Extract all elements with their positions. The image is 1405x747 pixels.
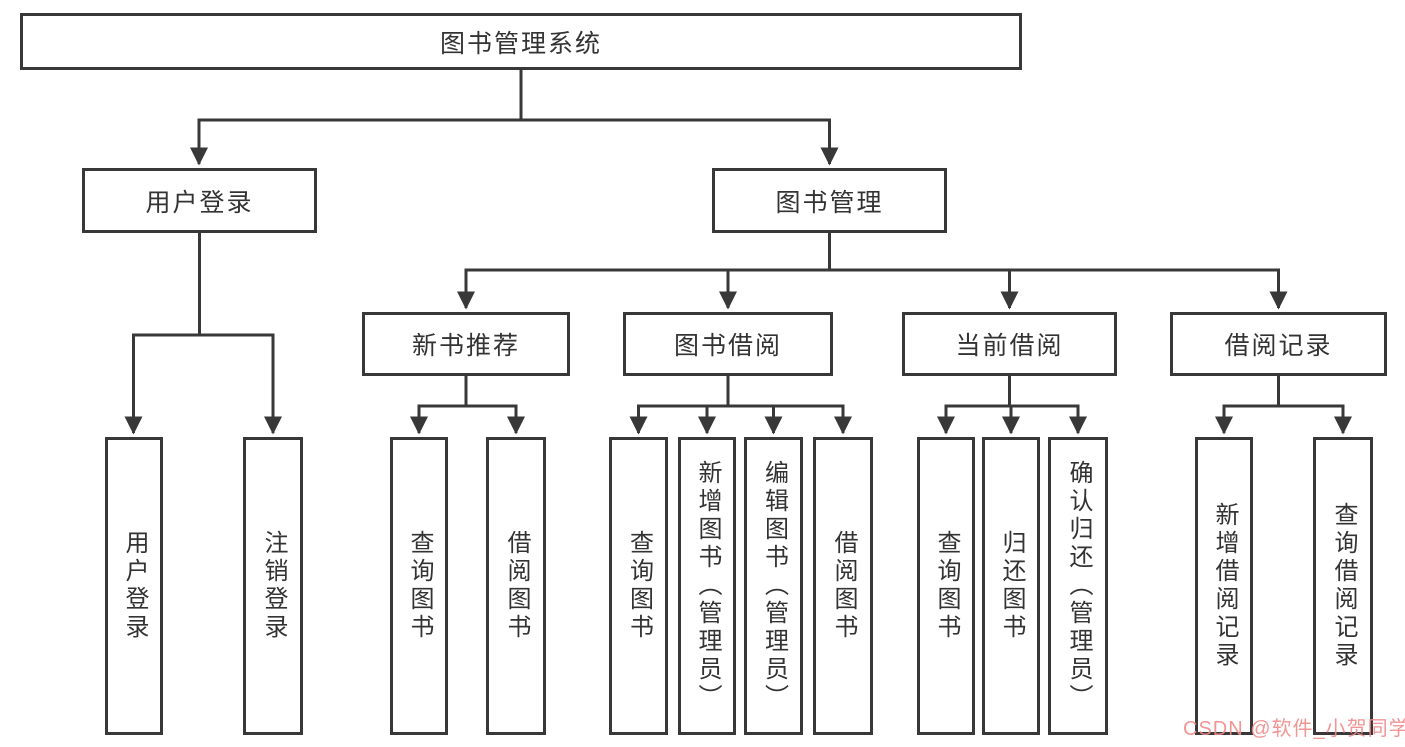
leaf-bb-borrow-books: 借阅图书 — [813, 437, 873, 735]
node-user-login: 用户登录 — [82, 168, 317, 233]
leaf-cb-return-books: 归还图书 — [982, 437, 1040, 735]
node-new-book-recommend: 新书推荐 — [362, 312, 570, 376]
leaf-br-add-record: 新增借阅记录 — [1195, 437, 1253, 735]
node-label: 查询借阅记录 — [1330, 502, 1357, 670]
node-label: 新增借阅记录 — [1211, 502, 1238, 670]
node-label: 借阅记录 — [1224, 332, 1333, 360]
leaf-cb-query-books: 查询图书 — [917, 437, 975, 735]
node-book-borrowing: 图书借阅 — [623, 312, 833, 376]
leaf-bb-edit-books-admin: 编辑图书（管理员） — [744, 437, 803, 735]
node-borrowing-records: 借阅记录 — [1170, 312, 1387, 376]
leaf-cb-confirm-return-admin: 确认归还（管理员） — [1048, 437, 1108, 735]
node-label: 查询图书 — [625, 530, 653, 642]
leaf-nbr-borrow-books: 借阅图书 — [486, 437, 546, 735]
leaf-bb-query-books: 查询图书 — [609, 437, 668, 735]
node-label: 图书管理系统 — [439, 29, 602, 58]
leaf-bb-add-books-admin: 新增图书（管理员） — [678, 437, 736, 735]
node-label: 借阅图书 — [503, 530, 530, 642]
node-label: 用户登录 — [121, 530, 148, 642]
node-library-system: 图书管理系统 — [20, 13, 1022, 70]
node-label: 新增图书（管理员） — [694, 460, 721, 712]
node-label: 借阅图书 — [830, 530, 857, 642]
node-label: 当前借阅 — [955, 332, 1064, 360]
leaf-br-query-record: 查询借阅记录 — [1313, 437, 1373, 735]
leaf-nbr-query-books: 查询图书 — [390, 437, 448, 735]
leaf-user-login: 用户登录 — [105, 437, 163, 735]
leaf-logout: 注销登录 — [243, 437, 303, 735]
node-label: 新书推荐 — [411, 332, 520, 360]
connectors — [124, 70, 1352, 435]
node-label: 查询图书 — [933, 530, 960, 642]
node-label: 用户登录 — [145, 188, 254, 217]
node-label: 图书借阅 — [673, 332, 782, 360]
node-book-management: 图书管理 — [712, 168, 947, 233]
node-label: 查询图书 — [406, 530, 433, 642]
node-label: 注销登录 — [260, 530, 287, 642]
node-current-borrowing: 当前借阅 — [902, 312, 1117, 376]
node-label: 归还图书 — [998, 530, 1025, 642]
csdn-watermark: CSDN @软件_小贺同学 — [1183, 718, 1405, 740]
node-label: 编辑图书（管理员） — [760, 460, 788, 712]
node-label: 确认归还（管理员） — [1065, 460, 1092, 712]
node-label: 图书管理 — [775, 188, 884, 217]
